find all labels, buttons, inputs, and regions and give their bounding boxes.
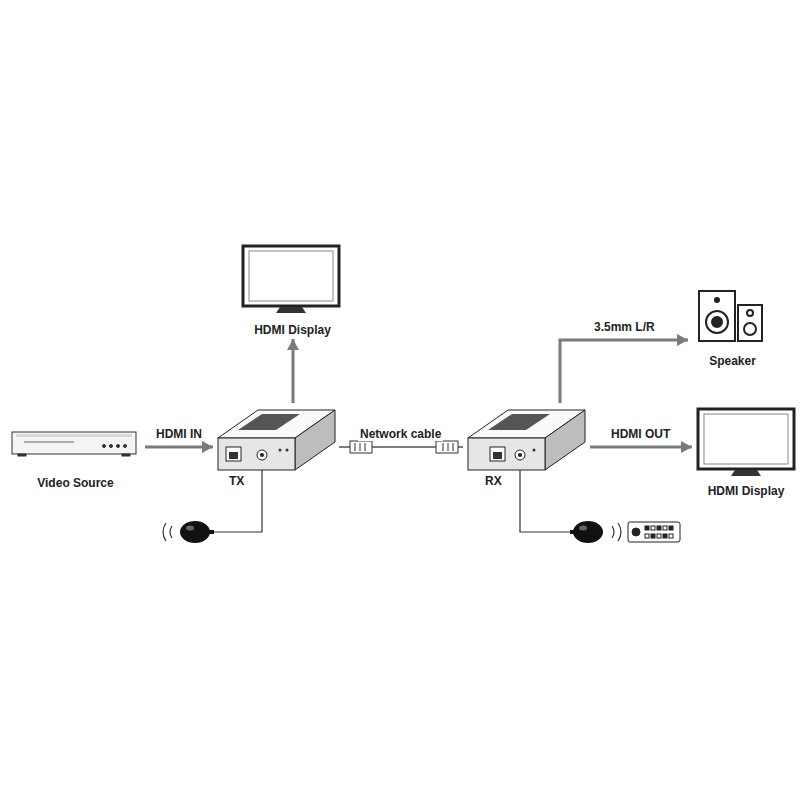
video-player (12, 432, 136, 456)
connector-label: HDMI OUT (609, 427, 672, 441)
rx-extender-box (468, 410, 585, 470)
signal-connector (287, 339, 299, 403)
arrow-head (202, 441, 213, 453)
connector-line (590, 446, 692, 449)
speaker-icon (699, 291, 762, 341)
arrow-head (287, 339, 299, 350)
rj45-plug (350, 441, 458, 453)
device-label: TX (229, 474, 244, 488)
arrow-head (681, 441, 692, 453)
connector-label: 3.5mm L/R (592, 320, 657, 334)
tv-display (243, 246, 339, 313)
signal-connector (590, 441, 692, 453)
device-label: RX (485, 474, 502, 488)
device-label: Speaker (709, 354, 756, 368)
device-node: HDMI Display (240, 243, 345, 337)
device-label: HDMI Display (254, 323, 331, 337)
connector-label: HDMI IN (154, 427, 204, 441)
tx-extender-box (218, 410, 335, 470)
device-label: Video Source (37, 476, 113, 490)
device-node: Video Source (8, 425, 143, 490)
connector-line (560, 340, 688, 403)
arrow-head (677, 334, 688, 346)
device-node: TX (215, 405, 337, 488)
ir-waves (163, 523, 621, 541)
connector-label: Network cable (358, 427, 443, 441)
tv-display (698, 409, 794, 476)
signal-connector (145, 441, 213, 453)
signal-connector (560, 334, 688, 403)
ir-eye (180, 521, 603, 543)
ir-remote (628, 522, 680, 542)
ir-receiver-wire (212, 470, 572, 532)
device-node: Speaker (690, 288, 775, 368)
device-label: HDMI Display (708, 484, 785, 498)
device-node: HDMI Display (694, 405, 798, 498)
device-node: RX (465, 405, 588, 488)
